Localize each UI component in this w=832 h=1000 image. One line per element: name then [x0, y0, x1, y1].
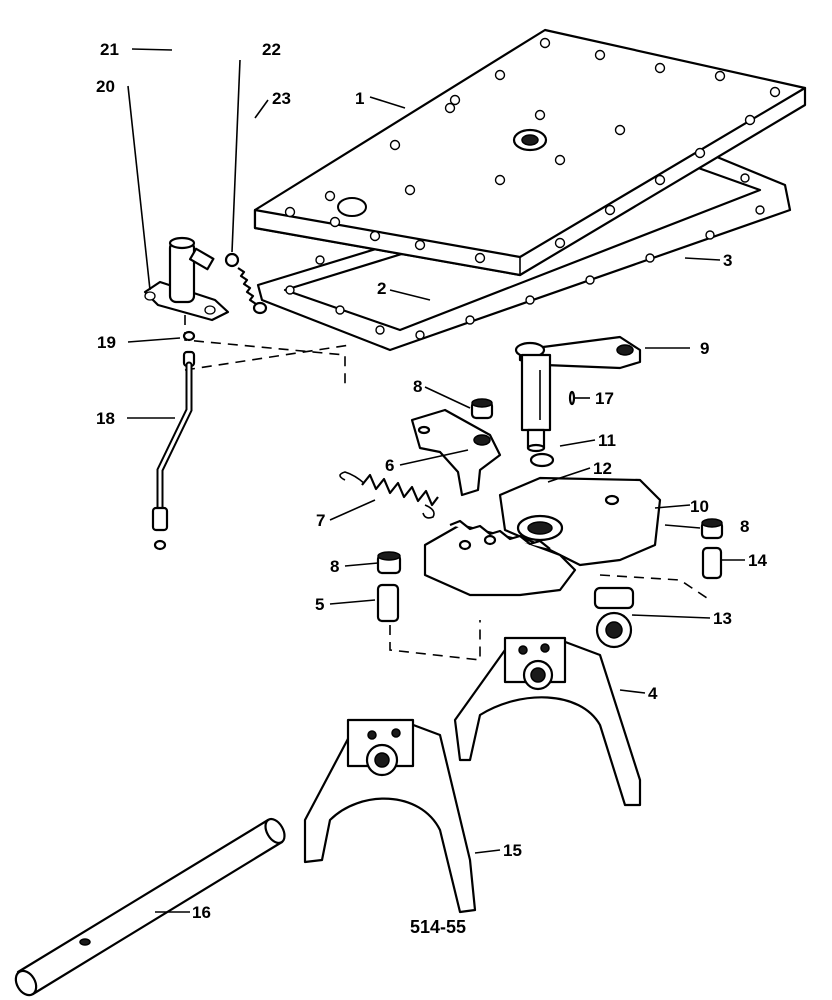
- shift-fork-upper: [453, 636, 642, 807]
- pin-right: [701, 546, 723, 580]
- breather-dash-line: [184, 315, 346, 385]
- callout-8-right: 8: [740, 517, 749, 536]
- callout-15: 15: [503, 841, 522, 860]
- callout-4: 4: [648, 684, 658, 703]
- callout-3: 3: [723, 251, 732, 270]
- callout-19: 19: [97, 333, 116, 352]
- shift-fork-lower: [303, 718, 477, 914]
- callout-8-top: 8: [413, 377, 422, 396]
- bushing-right: [700, 518, 724, 540]
- shift-selector-plate: [423, 476, 662, 597]
- callout-1: 1: [355, 89, 364, 108]
- bushing-top: [470, 398, 494, 420]
- callout-11: 11: [598, 431, 616, 450]
- callout-13: 13: [713, 609, 732, 628]
- callout-7: 7: [316, 511, 325, 530]
- callout-18: 18: [96, 409, 115, 428]
- figure-id: 514-55: [410, 917, 466, 937]
- breather-assembly: [143, 236, 268, 322]
- callout-21: 21: [100, 40, 119, 59]
- oil-tube: [151, 330, 196, 551]
- callout-5: 5: [315, 595, 324, 614]
- shift-lever-shaft: [514, 335, 642, 453]
- return-spring: [339, 471, 439, 519]
- tube-dash-line: [184, 344, 351, 371]
- callout-2: 2: [377, 279, 386, 298]
- top-cover-plate: [253, 28, 807, 277]
- callout-6: 6: [385, 456, 394, 475]
- callout-22: 22: [262, 40, 281, 59]
- bushing-left: [376, 551, 402, 575]
- roll-pin: [568, 390, 576, 406]
- callout-20: 20: [96, 77, 115, 96]
- pin-left: [376, 583, 400, 623]
- callout-12: 12: [593, 459, 612, 478]
- callout-10: 10: [690, 497, 709, 516]
- callout-9: 9: [700, 339, 709, 358]
- callout-17: 17: [595, 389, 614, 408]
- shift-rail: [14, 817, 286, 997]
- callout-8-left: 8: [330, 557, 339, 576]
- pin-dash-line: [389, 620, 481, 661]
- washer: [529, 452, 555, 468]
- callout-23: 23: [272, 89, 291, 108]
- callout-16: 16: [192, 903, 211, 922]
- callout-14: 14: [748, 551, 767, 570]
- pin14-dash-line: [599, 574, 711, 601]
- leader-lines: [127, 48, 745, 913]
- pivot-block: [593, 586, 635, 649]
